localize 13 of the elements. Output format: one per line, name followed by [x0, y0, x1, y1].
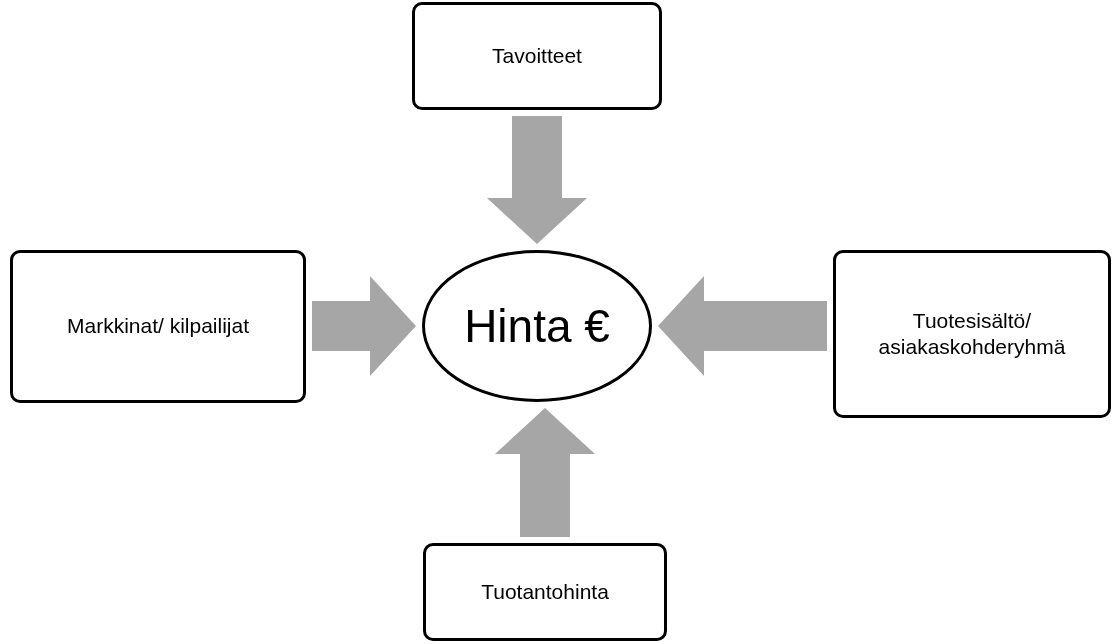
rounded-box: [10, 250, 306, 403]
node-label: Hinta €: [464, 299, 610, 353]
rounded-box: [412, 2, 662, 110]
rounded-box: [423, 543, 667, 641]
block-arrow: [312, 276, 416, 376]
node-label: Tuotesisältö/ asiakaskohderyhmä: [877, 307, 1067, 360]
node-label: Tavoitteet: [492, 42, 582, 69]
node-label: Tuotantohinta: [481, 578, 609, 605]
rounded-box: [833, 250, 1111, 418]
block-arrow: [487, 116, 587, 244]
node-label: Markkinat/ kilpailijat: [66, 313, 250, 340]
block-arrow: [658, 276, 827, 376]
block-arrow: [495, 408, 595, 537]
